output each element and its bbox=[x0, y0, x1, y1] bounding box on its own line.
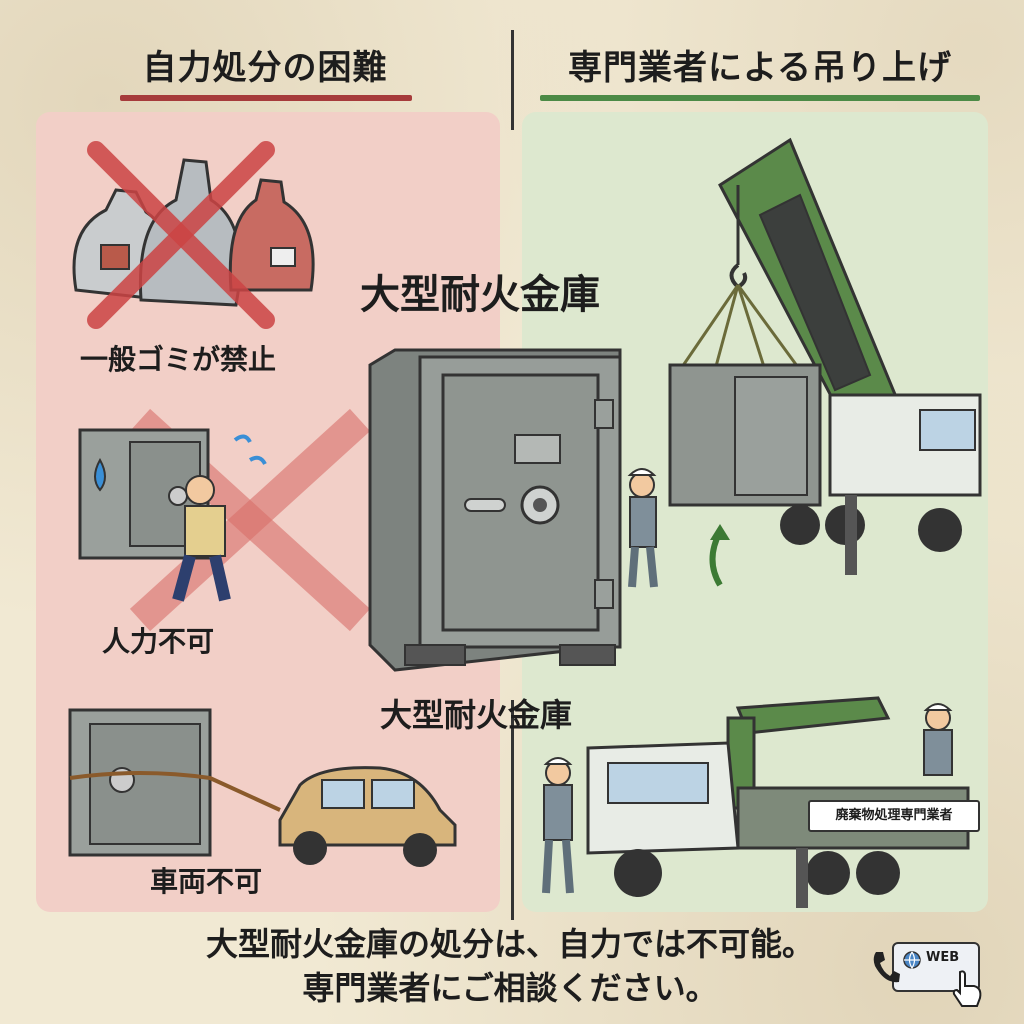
right-section-title: 専門業者による吊り上げ bbox=[568, 48, 952, 88]
footer-line-2: 専門業者にご相談ください。 bbox=[302, 969, 718, 1007]
footer-message: 大型耐火金庫の処分は、自力では不可能。 専門業者にご相談ください。 bbox=[150, 922, 870, 1010]
garbage-prohibited-label: 一般ゴミが禁止 bbox=[80, 343, 277, 376]
web-contact-button[interactable]: WEB bbox=[870, 938, 988, 1008]
car-towing-safe-illustration bbox=[68, 708, 457, 867]
pointer-hand-icon bbox=[952, 970, 982, 1007]
footer-line-1: 大型耐火金庫の処分は、自力では不可能。 bbox=[205, 925, 814, 963]
crane-truck-illustration bbox=[542, 696, 970, 908]
vehicle-impossible-label: 車両不可 bbox=[150, 865, 263, 898]
arrow-up-icon bbox=[709, 524, 730, 587]
safe-title-label: 大型耐火金庫 bbox=[360, 272, 600, 318]
safe-caption-label: 大型耐火金庫 bbox=[380, 696, 573, 734]
crane-lifting-safe-illustration bbox=[627, 137, 982, 588]
cross-mark-icon bbox=[87, 141, 275, 329]
person-pushing-safe-illustration bbox=[78, 428, 267, 602]
globe-icon bbox=[903, 951, 921, 970]
phone-icon bbox=[873, 952, 900, 983]
center-divider-bottom bbox=[511, 700, 514, 920]
fireproof-safe-illustration bbox=[368, 348, 622, 672]
waste-disposal-sign: 廃棄物処理専門業者 bbox=[808, 800, 980, 832]
left-section-title: 自力処分の困難 bbox=[142, 48, 388, 88]
center-divider-top bbox=[511, 30, 514, 130]
right-title-underline bbox=[540, 95, 980, 101]
manual-impossible-label: 人力不可 bbox=[102, 625, 215, 658]
left-title-underline bbox=[120, 95, 412, 101]
web-label: WEB bbox=[926, 950, 960, 965]
